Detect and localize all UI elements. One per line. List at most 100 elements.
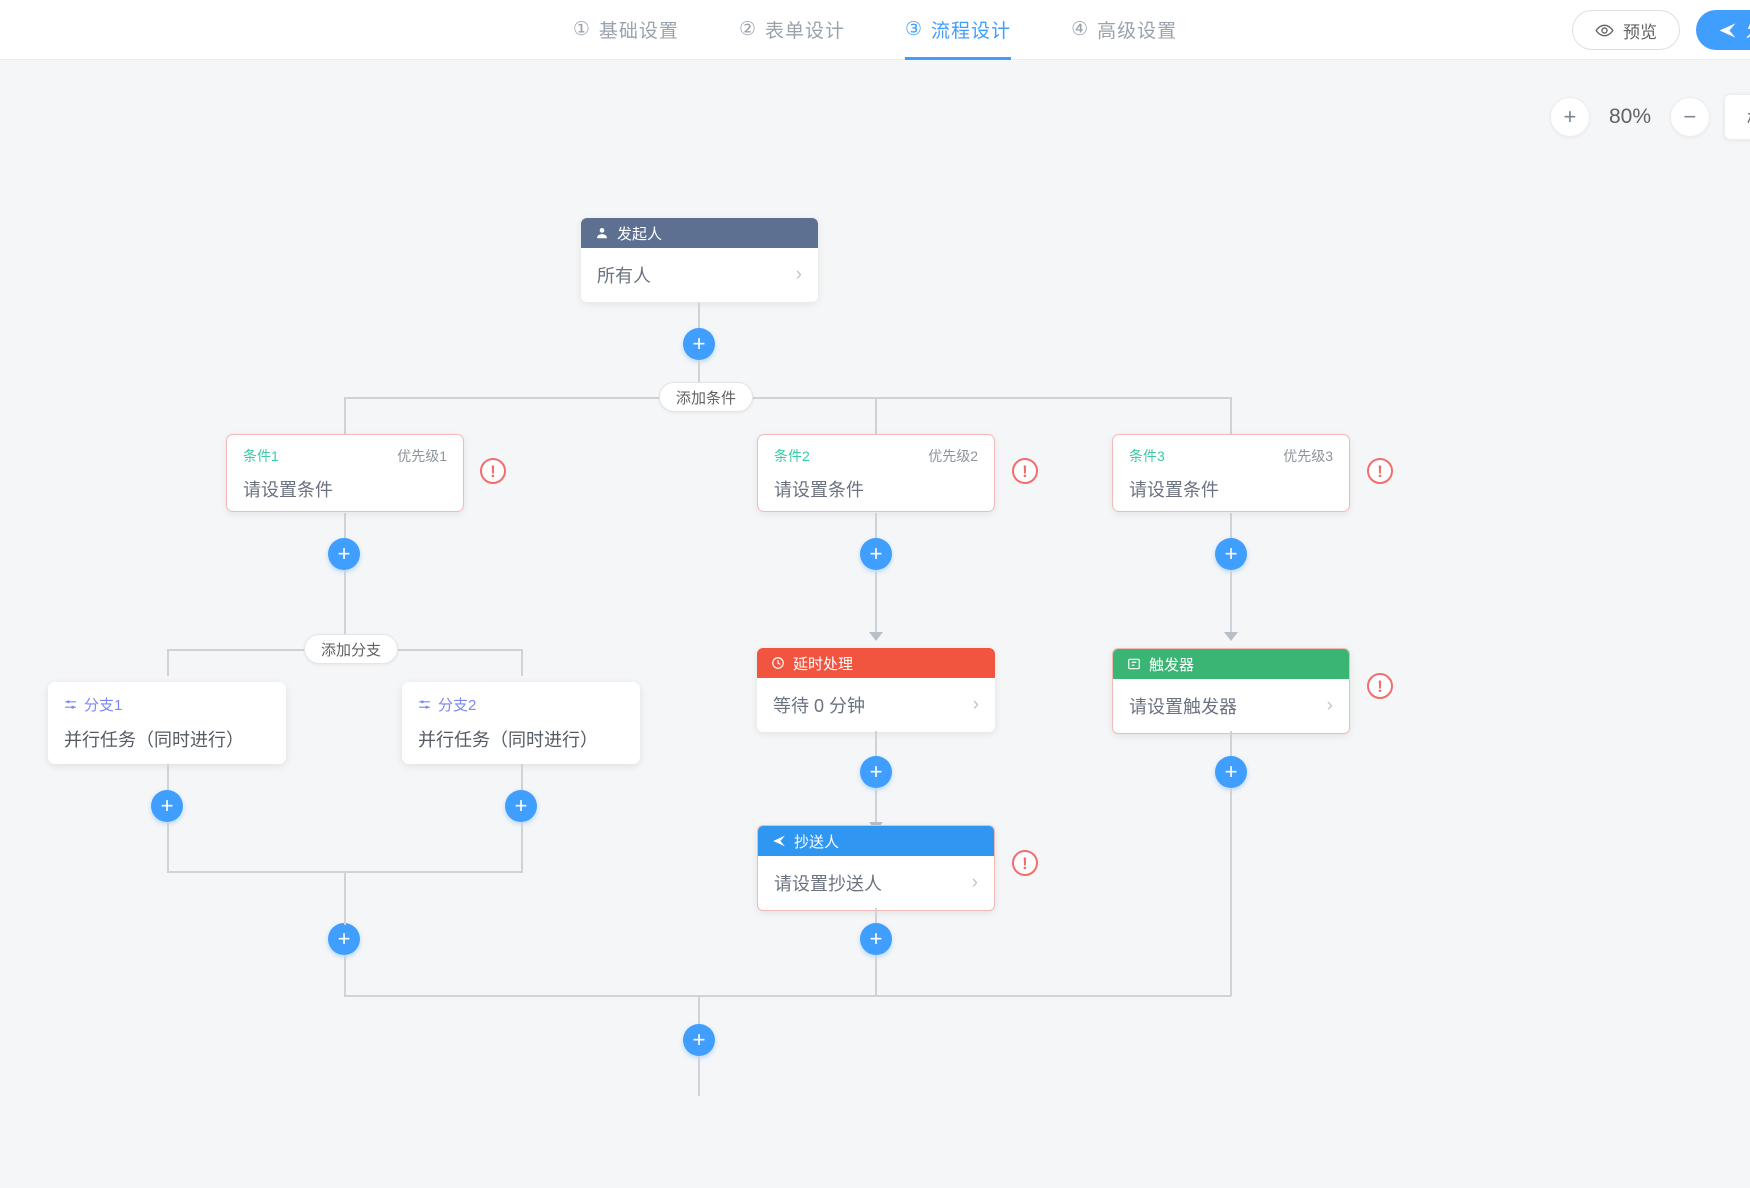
connector-line xyxy=(875,513,877,543)
node-condition-2[interactable]: 条件2 优先级2 请设置条件 xyxy=(757,434,995,512)
branch-name-label: 分支2 xyxy=(438,697,477,714)
chevron-right-icon: › xyxy=(972,694,979,715)
add-node-button-branch-1[interactable]: + xyxy=(151,790,183,822)
add-node-button-after-condition-2[interactable]: + xyxy=(860,538,892,570)
condition-body-text: 请设置条件 xyxy=(243,480,333,500)
node-initiator-title: 发起人 xyxy=(617,225,663,243)
node-delay-value: 等待 0 分钟 xyxy=(773,696,866,716)
zoom-out-button[interactable]: − xyxy=(1669,97,1710,137)
condition-priority: 优先级3 xyxy=(1283,448,1333,464)
node-cc-body[interactable]: 请设置抄送人 › xyxy=(758,856,994,910)
condition-priority: 优先级2 xyxy=(928,448,978,464)
tab-number: ④ xyxy=(1071,19,1090,40)
top-action-buttons: 预览 发布 xyxy=(1572,0,1750,60)
canvas-toolbar: + 80% − 校验流程 xyxy=(1549,86,1750,148)
branch-name-label: 分支1 xyxy=(84,697,123,714)
tab-process-design[interactable]: ③ 流程设计 xyxy=(905,0,1012,60)
clock-icon xyxy=(771,656,785,670)
branch-header: 分支1 xyxy=(64,694,270,715)
node-delay-title: 延时处理 xyxy=(793,655,854,673)
node-delay-body[interactable]: 等待 0 分钟 › xyxy=(757,678,995,732)
connector-line xyxy=(344,570,346,649)
publish-button[interactable]: 发布 xyxy=(1696,10,1750,50)
add-branch-button[interactable]: 添加分支 xyxy=(304,634,399,664)
add-condition-button[interactable]: 添加条件 xyxy=(659,382,754,412)
condition-header: 条件1 优先级1 xyxy=(243,446,447,466)
connector-line xyxy=(1230,788,1232,996)
add-node-button-after-conditions[interactable]: + xyxy=(683,1024,715,1056)
branch-body-text: 并行任务（同时进行） xyxy=(64,730,244,750)
tab-advanced-settings[interactable]: ④ 高级设置 xyxy=(1071,0,1177,60)
add-node-button-after-cc[interactable]: + xyxy=(860,923,892,955)
error-badge-condition-3[interactable]: ! xyxy=(1367,458,1393,484)
tab-label: 表单设计 xyxy=(764,21,845,42)
add-node-button-after-condition-1[interactable]: + xyxy=(328,538,360,570)
flow-canvas[interactable]: 发起人 所有人 › + 添加条件 条件1 优先级1 请设置条件 ! 条件2 优先… xyxy=(0,60,1750,1188)
connector-line xyxy=(875,788,877,826)
chevron-right-icon: › xyxy=(795,264,802,285)
arrow-head-icon xyxy=(869,632,883,641)
branch-header: 分支2 xyxy=(418,694,624,715)
node-cc-value: 请设置抄送人 xyxy=(774,874,882,894)
add-node-button-after-initiator[interactable]: + xyxy=(683,328,715,360)
tab-form-design[interactable]: ② 表单设计 xyxy=(739,0,845,60)
validate-process-button[interactable]: 校验流程 xyxy=(1723,94,1750,140)
connector-line xyxy=(1230,513,1232,543)
tab-label: 基础设置 xyxy=(598,21,679,42)
error-badge-cc[interactable]: ! xyxy=(1012,850,1038,876)
tab-number: ② xyxy=(738,19,757,40)
connector-line xyxy=(344,513,346,543)
condition-header: 条件2 优先级2 xyxy=(774,446,978,466)
preview-button-label: 预览 xyxy=(1623,22,1657,42)
sliders-icon xyxy=(418,698,431,711)
error-badge-condition-1[interactable]: ! xyxy=(480,458,506,484)
error-badge-trigger[interactable]: ! xyxy=(1367,673,1393,699)
node-delay[interactable]: 延时处理 等待 0 分钟 › xyxy=(757,648,995,732)
publish-button-label: 发布 xyxy=(1746,18,1750,43)
node-branch-1[interactable]: 分支1 并行任务（同时进行） xyxy=(48,682,286,764)
connector-line xyxy=(521,649,523,676)
node-trigger-value: 请设置触发器 xyxy=(1129,697,1237,717)
node-initiator-header: 发起人 xyxy=(581,218,818,248)
add-node-button-after-branches[interactable]: + xyxy=(328,923,360,955)
add-node-button-after-condition-3[interactable]: + xyxy=(1215,538,1247,570)
condition-priority: 优先级1 xyxy=(397,448,447,464)
node-condition-3[interactable]: 条件3 优先级3 请设置条件 xyxy=(1112,434,1350,512)
eye-icon xyxy=(1595,21,1614,40)
connector-line xyxy=(167,764,169,790)
node-cc[interactable]: 抄送人 请设置抄送人 › xyxy=(757,825,995,911)
condition-name: 条件1 xyxy=(243,448,279,464)
connector-line xyxy=(875,955,877,996)
node-trigger-body[interactable]: 请设置触发器 › xyxy=(1113,679,1349,733)
zoom-in-button[interactable]: + xyxy=(1549,97,1590,137)
branch-split-line xyxy=(344,397,1231,399)
condition-body-text: 请设置条件 xyxy=(774,480,864,500)
preview-button[interactable]: 预览 xyxy=(1572,10,1680,50)
node-branch-2[interactable]: 分支2 并行任务（同时进行） xyxy=(402,682,640,764)
node-condition-1[interactable]: 条件1 优先级1 请设置条件 xyxy=(226,434,464,512)
add-node-button-after-trigger[interactable]: + xyxy=(1215,756,1247,788)
tab-basic-settings[interactable]: ① 基础设置 xyxy=(573,0,679,60)
add-node-button-after-delay[interactable]: + xyxy=(860,756,892,788)
condition-name: 条件3 xyxy=(1129,448,1165,464)
connector-line xyxy=(698,1056,700,1096)
node-trigger[interactable]: 触发器 请设置触发器 › xyxy=(1112,648,1350,734)
chevron-right-icon: › xyxy=(971,872,978,893)
top-navigation-bar: ① 基础设置 ② 表单设计 ③ 流程设计 ④ 高级设置 预览 xyxy=(0,0,1750,60)
node-cc-header: 抄送人 xyxy=(758,826,994,856)
node-initiator-body[interactable]: 所有人 › xyxy=(581,248,818,302)
trigger-icon xyxy=(1127,657,1141,671)
user-icon xyxy=(595,226,609,240)
node-cc-title: 抄送人 xyxy=(794,833,840,851)
connector-line xyxy=(875,570,877,636)
node-initiator-value: 所有人 xyxy=(597,266,651,286)
connector-line xyxy=(167,649,169,676)
error-badge-condition-2[interactable]: ! xyxy=(1012,458,1038,484)
connector-line xyxy=(344,871,346,913)
sliders-icon xyxy=(64,698,77,711)
connector-line xyxy=(1230,731,1232,756)
node-initiator[interactable]: 发起人 所有人 › xyxy=(581,218,818,302)
add-node-button-branch-2[interactable]: + xyxy=(505,790,537,822)
send-icon xyxy=(772,834,786,848)
send-icon xyxy=(1718,21,1737,40)
